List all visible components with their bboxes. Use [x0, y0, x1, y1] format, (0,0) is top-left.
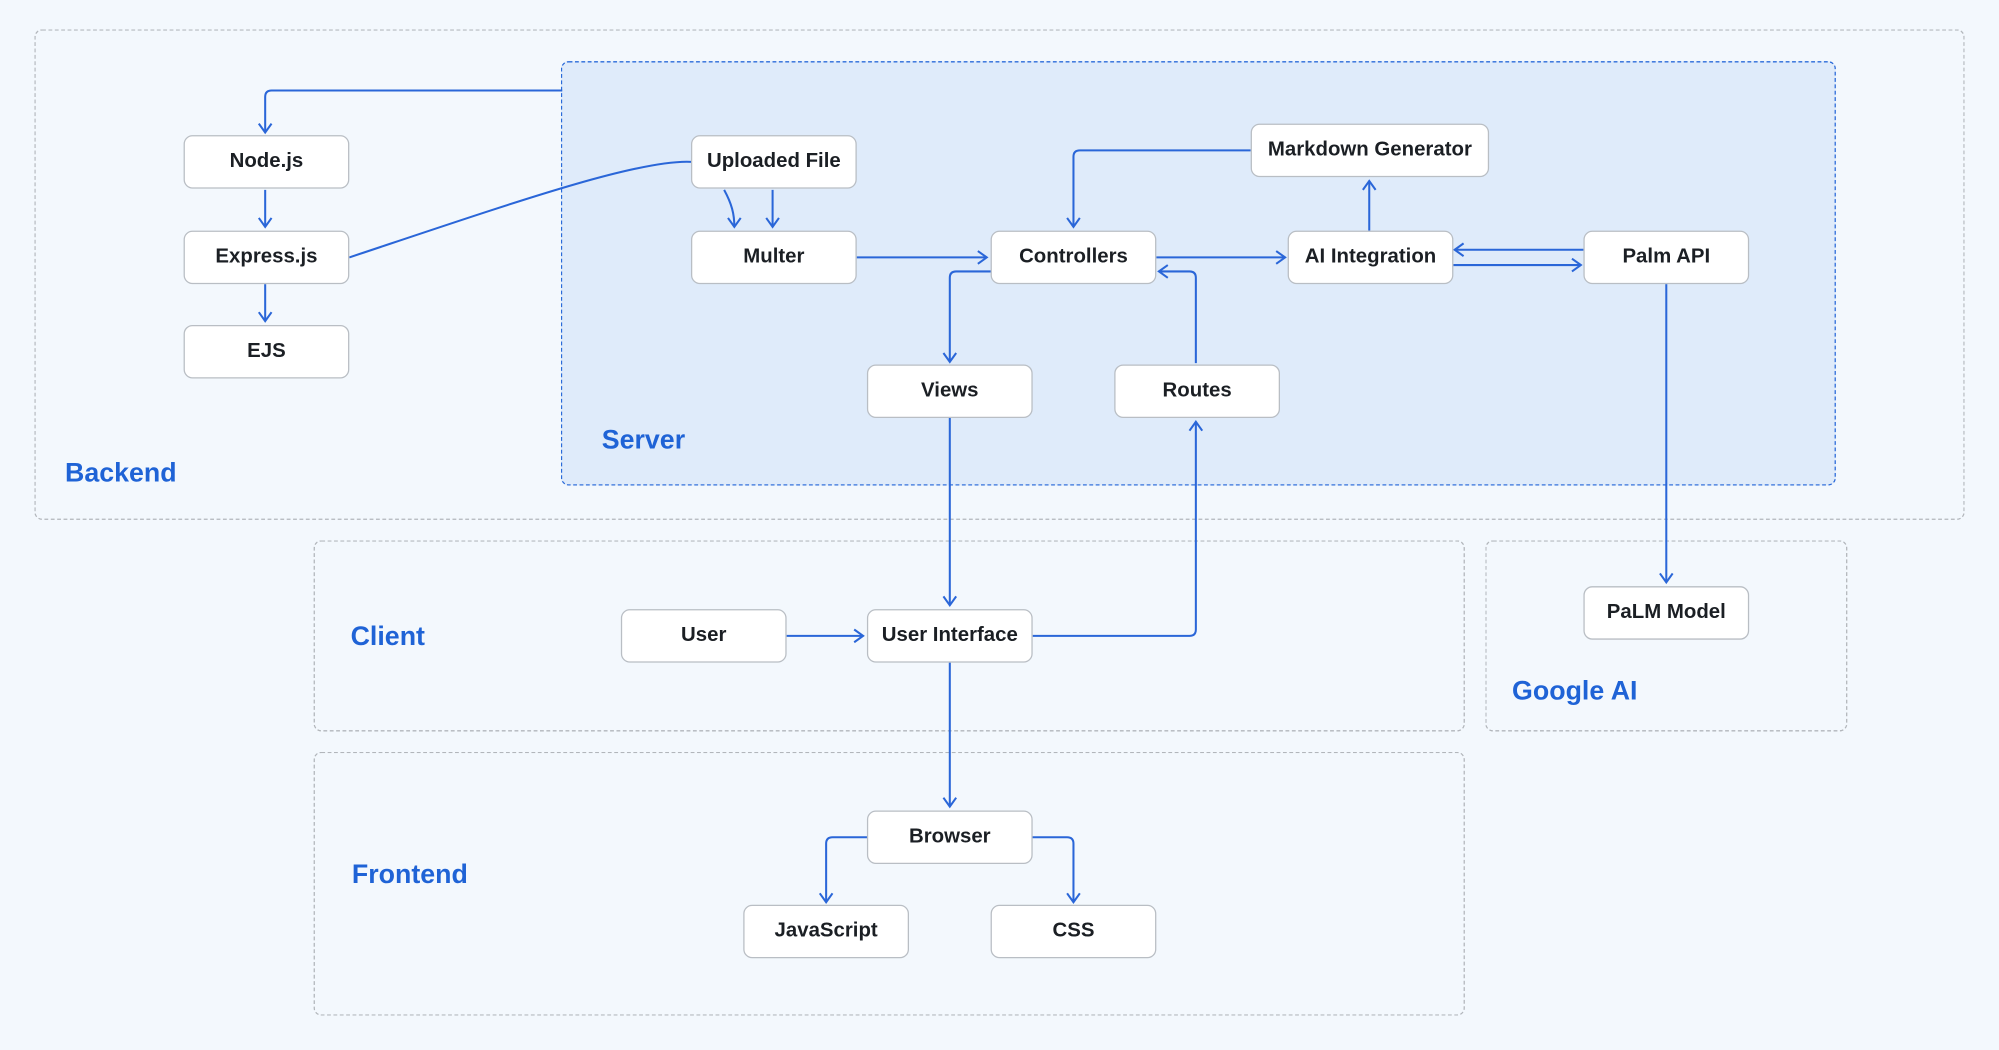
edge-user-interface-to-routes — [1032, 420, 1204, 637]
group-label-frontend: Frontend — [351, 860, 468, 890]
group-backend — [34, 29, 1965, 520]
edge-browser-to-css — [1031, 836, 1081, 904]
node-nodejs: Node.js — [183, 135, 350, 189]
node-ai-integration: AI Integration — [1287, 230, 1454, 285]
node-javascript: JavaScript — [743, 904, 910, 959]
group-frontend — [313, 751, 1465, 1016]
node-user-interface: User Interface — [866, 609, 1033, 663]
node-markdown-generator: Markdown Generator — [1250, 123, 1490, 178]
group-label-server: Server — [601, 425, 686, 455]
edge-uploaded-file-to-multer-curved — [723, 189, 742, 229]
node-multer: Multer — [690, 230, 857, 285]
node-palm-model: PaLM Model — [1583, 586, 1750, 640]
group-label-client: Client — [350, 621, 425, 652]
edge-markdown-generator-to-controllers — [1066, 149, 1251, 229]
node-expressjs: Express.js — [183, 230, 350, 285]
node-controllers: Controllers — [990, 230, 1157, 285]
node-user: User — [620, 609, 787, 663]
node-uploaded-file: Uploaded File — [690, 135, 857, 189]
group-label-google-ai: Google AI — [1512, 676, 1638, 706]
edge-expressjs-to-uploaded-file — [349, 160, 692, 259]
edge-browser-to-javascript — [818, 836, 869, 904]
group-client — [313, 540, 1465, 732]
edge-routes-to-controllers — [1157, 264, 1197, 364]
node-css: CSS — [990, 904, 1157, 959]
node-routes: Routes — [1114, 364, 1280, 418]
edge-controllers-to-views — [942, 270, 992, 364]
node-palm-api: Palm API — [1583, 230, 1750, 285]
edge-server-to-nodejs — [257, 89, 563, 135]
group-label-backend: Backend — [65, 458, 177, 489]
node-ejs: EJS — [183, 324, 350, 379]
node-views: Views — [866, 364, 1033, 418]
node-browser: Browser — [866, 810, 1033, 864]
